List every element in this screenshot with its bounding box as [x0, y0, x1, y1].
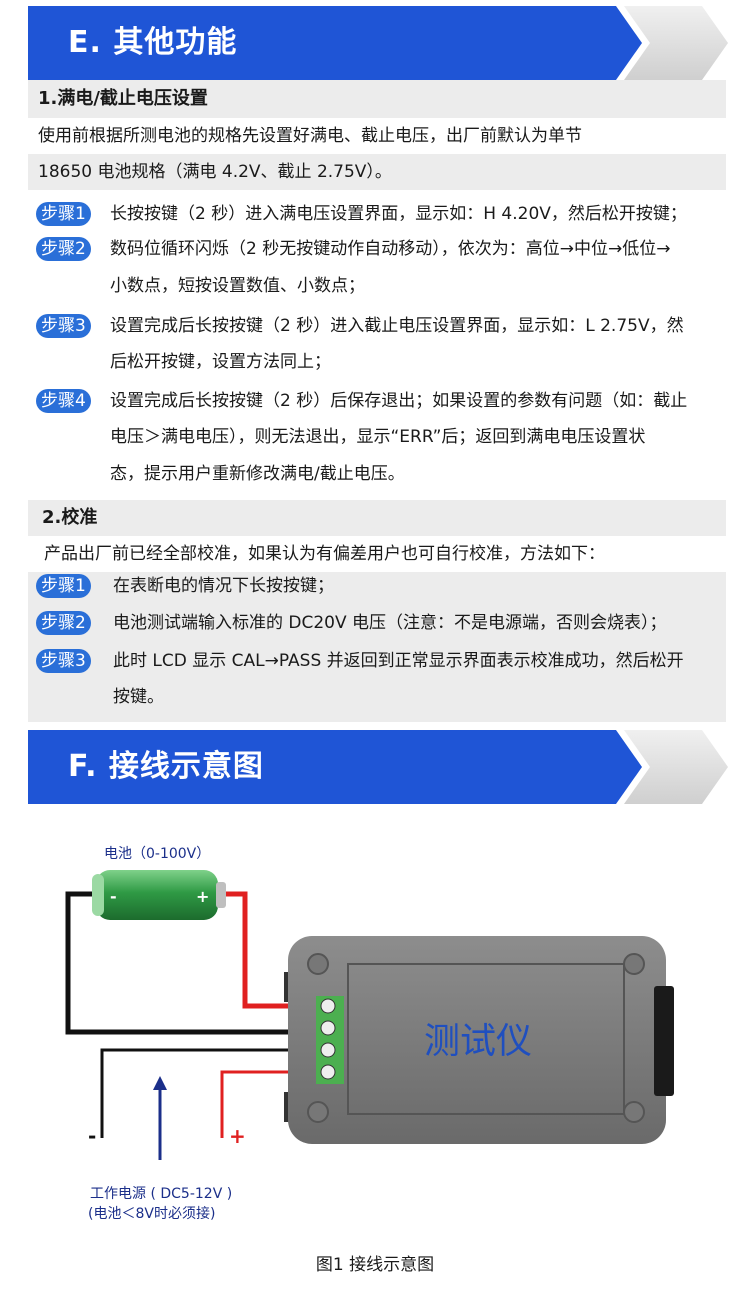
intro-row-2: 18650 电池规格（满电 4.2V、截止 2.75V）。	[28, 154, 726, 190]
battery-label: 电池（0-100V）	[104, 846, 211, 862]
section-e-title: E. 其他功能	[68, 25, 238, 60]
sub2-heading-row: 2.校准	[28, 500, 726, 536]
step-text: 电压＞满电电压），则无法退出，显示“ERR”后；返回到满电电压设置状	[110, 427, 646, 447]
sub1-heading-row: 1.满电/截止电压设置	[28, 80, 726, 118]
black-wire-battery	[65, 891, 320, 1035]
wiring-diagram: - +	[65, 870, 674, 1160]
sub2-heading: 2.校准	[42, 507, 98, 528]
arrow-up-icon	[153, 1076, 167, 1160]
step-text: 设置完成后长按按键（2 秒）进入截止电压设置界面，显示如：L 2.75V，然	[110, 316, 684, 336]
sub1-intro-line1: 使用前根据所测电池的规格先设置好满电、截止电压，出厂前默认为单节	[38, 126, 582, 146]
step-text: 后松开按键，设置方法同上；	[110, 352, 331, 372]
power-label-line1: 工作电源 ( DC5-12V )	[90, 1186, 233, 1202]
step-text: 态，提示用户重新修改满电/截止电压。	[110, 464, 405, 484]
steps2-block: 步骤1 在表断电的情况下长按按键； 步骤2 电池测试端输入标准的 DC20V 电…	[28, 572, 726, 722]
black-wire-power	[100, 1048, 320, 1138]
step-text: 设置完成后长按按键（2 秒）后保存退出；如果设置的参数有问题（如：截止	[110, 391, 688, 411]
step-badge: 步骤1	[36, 574, 91, 598]
device-label: 测试仪	[424, 1021, 533, 1062]
banner-bar	[28, 6, 616, 80]
power-label-line2: (电池＜8V时必须接)	[88, 1206, 216, 1222]
step-badge: 步骤2	[36, 611, 91, 635]
step-text: 小数点，短按设置数值、小数点；	[110, 276, 365, 296]
intro-row-1: 使用前根据所测电池的规格先设置好满电、截止电压，出厂前默认为单节	[28, 118, 726, 154]
red-wire-power	[220, 1070, 320, 1138]
battery-minus-sign: -	[110, 887, 117, 906]
step-badge: 步骤3	[36, 649, 91, 673]
step-text: 此时 LCD 显示 CAL→PASS 并返回到正常显示界面表示校准成功，然后松开	[113, 651, 684, 671]
section-f-banner: F. 接线示意图	[28, 730, 728, 804]
sub1-heading: 1.满电/截止电压设置	[38, 88, 208, 109]
sub2-intro-row: 产品出厂前已经全部校准，如果认为有偏差用户也可自行校准，方法如下：	[28, 536, 726, 572]
section-f-title: F. 接线示意图	[68, 749, 264, 784]
battery-plus-sign: +	[196, 887, 209, 906]
power-minus-label: -	[88, 1124, 97, 1148]
step-text: 长按按键（2 秒）进入满电压设置界面，显示如：H 4.20V，然后松开按键；	[110, 204, 687, 224]
chevron-right-icon	[624, 730, 728, 804]
battery-icon: - +	[92, 870, 226, 920]
step-text: 在表断电的情况下长按按键；	[113, 576, 334, 596]
red-wire-battery	[218, 891, 320, 1009]
step-badge: 步骤3	[36, 314, 91, 338]
tester-device	[284, 936, 674, 1144]
banner-bar	[28, 730, 616, 804]
step-badge: 步骤2	[36, 237, 91, 261]
section-e-panel: 1.满电/截止电压设置 使用前根据所测电池的规格先设置好满电、截止电压，出厂前默…	[28, 80, 726, 722]
chevron-right-icon	[624, 6, 728, 80]
step-badge: 步骤1	[36, 202, 91, 226]
sub2-intro: 产品出厂前已经全部校准，如果认为有偏差用户也可自行校准，方法如下：	[44, 544, 605, 564]
figure-caption: 图1 接线示意图	[315, 1255, 435, 1275]
steps1-block: 步骤1 长按按键（2 秒）进入满电压设置界面，显示如：H 4.20V，然后松开按…	[28, 190, 726, 500]
section-e-banner: E. 其他功能	[28, 6, 728, 80]
power-plus-label: +	[229, 1124, 246, 1148]
sub1-intro-line2: 18650 电池规格（满电 4.2V、截止 2.75V）。	[38, 162, 392, 182]
step-text: 数码位循环闪烁（2 秒无按键动作自动移动），依次为：高位→中位→低位→	[110, 239, 671, 259]
step-text: 按键。	[113, 687, 164, 707]
step-text: 电池测试端输入标准的 DC20V 电压（注意：不是电源端，否则会烧表）；	[113, 613, 667, 633]
step-badge: 步骤4	[36, 389, 91, 413]
